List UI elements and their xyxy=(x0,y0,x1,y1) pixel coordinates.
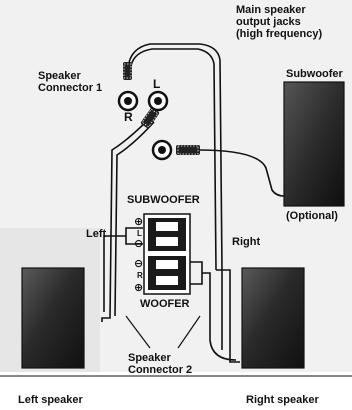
wire-connector1-top-b xyxy=(130,48,217,271)
terminal-block xyxy=(143,213,191,295)
jack-subwoofer xyxy=(151,139,173,161)
jack-l xyxy=(147,90,169,112)
right-speaker-cabinet xyxy=(241,267,305,369)
subwoofer-plug xyxy=(176,145,200,155)
woofer-terminal-label: WOOFER xyxy=(140,298,190,310)
left-plug xyxy=(140,107,160,129)
terminal-R: R xyxy=(137,271,143,280)
main-jacks-line3: (high frequency) xyxy=(236,28,323,40)
jack-l-label: L xyxy=(153,77,161,91)
connector1-line1: Speaker xyxy=(38,70,81,82)
terminal-minus-top: ⊖ xyxy=(134,238,144,250)
connector1-line2: Connector 1 xyxy=(38,82,103,94)
connector2-pointers xyxy=(125,315,201,349)
terminal-minus-bottom: ⊖ xyxy=(134,258,144,270)
subwoofer-terminal-label: SUBWOOFER xyxy=(127,194,200,206)
main-jacks-line2: output jacks xyxy=(236,16,301,28)
jack-r xyxy=(117,90,139,112)
left-speaker-label: Left speaker xyxy=(18,394,83,406)
connector2-line2: Connector 2 xyxy=(128,364,193,376)
connector2-label: Speaker Connector 2 xyxy=(128,352,192,376)
wire-subwoofer-out xyxy=(197,149,285,197)
jack-r-label: R xyxy=(124,110,133,124)
wire-right-to-speaker xyxy=(216,269,240,363)
left-speaker-cabinet xyxy=(21,267,85,369)
subwoofer-cabinet xyxy=(283,81,345,207)
connector1-plug xyxy=(123,62,132,80)
wire-left-terminal-down xyxy=(103,235,126,312)
right-wire-label: Right xyxy=(232,236,261,248)
terminal-plus-top: ⊕ xyxy=(134,216,144,228)
connector2-line1: Speaker xyxy=(128,352,171,364)
terminal-L: L xyxy=(137,229,142,238)
wire-connector1-top xyxy=(127,43,223,350)
wire-right-terminal-down xyxy=(202,272,237,361)
connector1-label: Speaker Connector 1 xyxy=(38,70,102,94)
left-wire-label: Left xyxy=(86,228,107,240)
terminal-plus-bottom: ⊕ xyxy=(134,282,144,294)
optional-label: (Optional) xyxy=(286,210,338,222)
subwoofer-title: Subwoofer xyxy=(286,68,343,80)
right-speaker-label: Right speaker xyxy=(246,394,319,406)
main-jacks-line1: Main speaker xyxy=(236,4,306,16)
main-jacks-label: Main speaker output jacks (high frequenc… xyxy=(236,4,322,40)
